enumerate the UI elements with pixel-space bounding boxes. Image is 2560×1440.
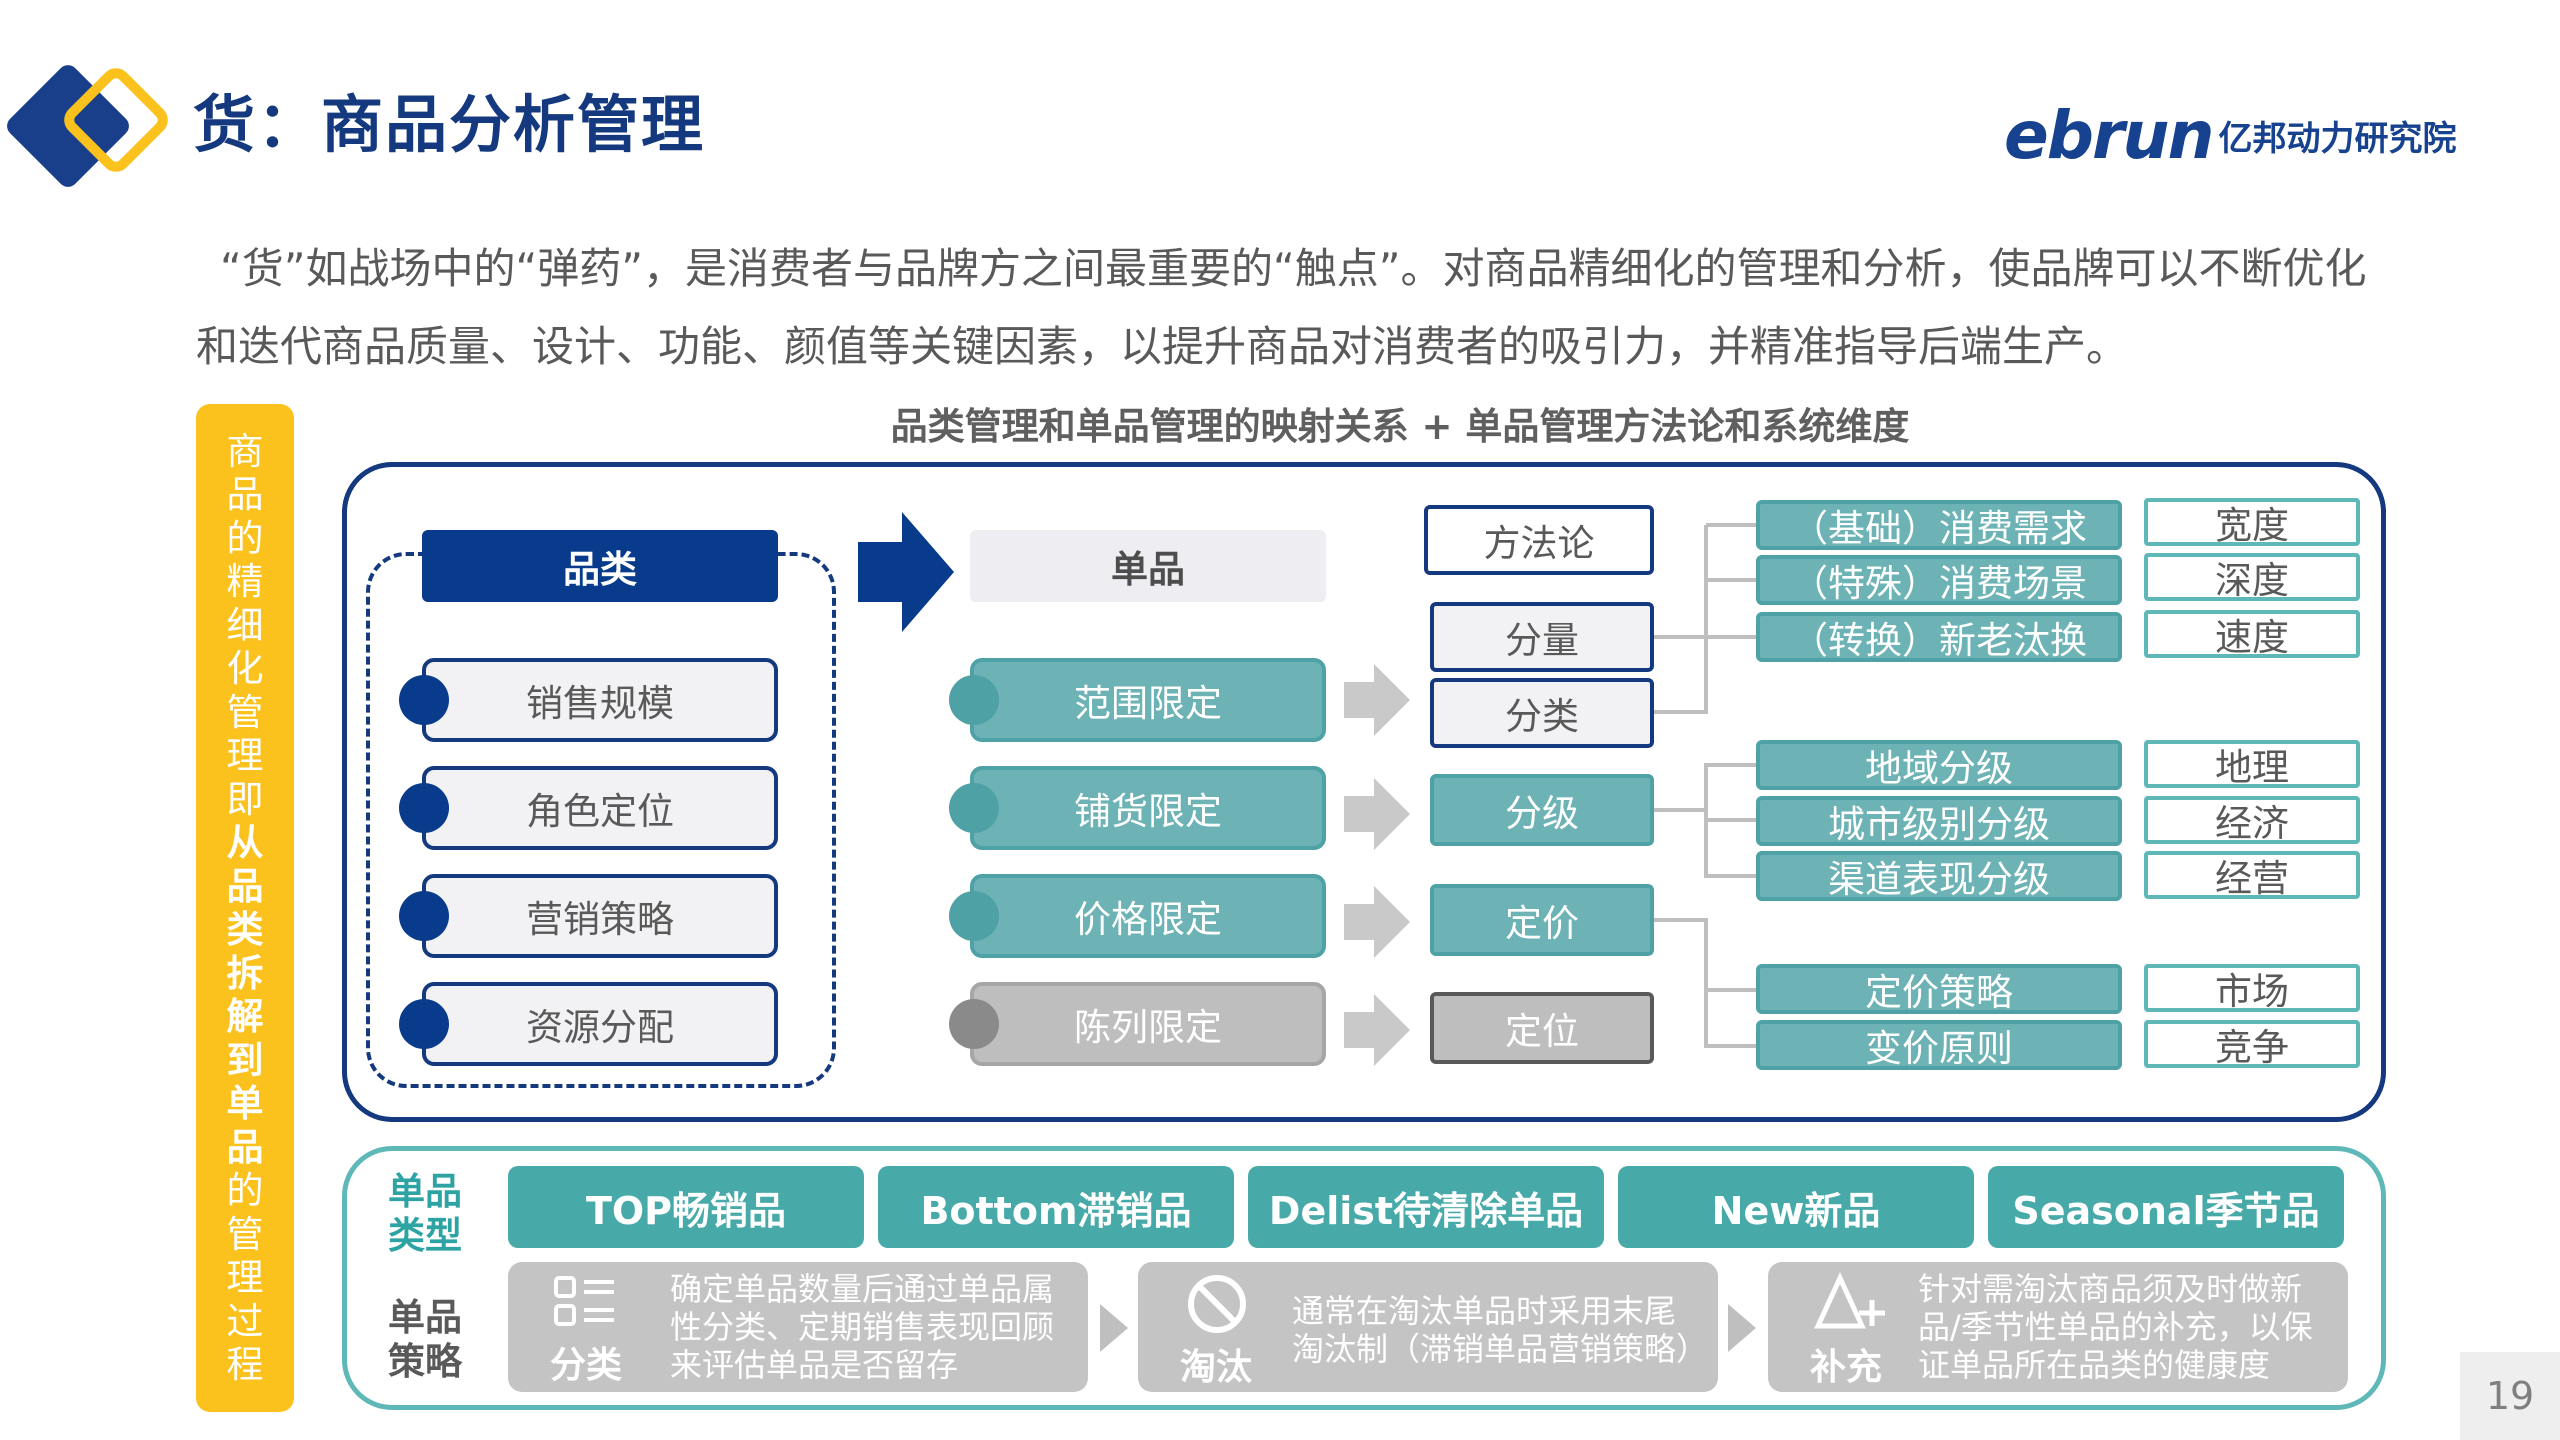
strategy-arrows: [1100, 1304, 1756, 1352]
type-label: 单品 类型: [388, 1170, 462, 1257]
method-item: 定价: [1430, 884, 1654, 956]
dimension-item: 定价策略: [1756, 964, 2122, 1014]
category-item: 角色定位: [422, 766, 778, 850]
dimension-item: （转换）新老汰换: [1756, 612, 2122, 662]
bullet-dot: [949, 783, 999, 833]
grey-arrows: [1344, 664, 1410, 1066]
banner-char: 细: [226, 603, 264, 647]
banner-char: 理: [226, 1256, 264, 1299]
method-item: 定位: [1430, 992, 1654, 1064]
category-item: 销售规模: [422, 658, 778, 742]
single-item: 陈列限定: [970, 982, 1326, 1066]
method-item: 分量: [1430, 602, 1654, 672]
big-arrow-icon: [858, 512, 954, 632]
category-header: 品类: [422, 530, 778, 602]
method-header: 方法论: [1424, 505, 1654, 575]
banner-char: 类: [226, 908, 264, 951]
prohibit-icon: [1188, 1275, 1246, 1333]
banner-char: 单: [226, 1082, 264, 1125]
strategy-label: 单品 策略: [388, 1296, 462, 1383]
banner-char: 过: [226, 1299, 264, 1343]
bullet-dot: [399, 783, 449, 833]
banner-char: 的: [226, 1169, 264, 1212]
type-badge-new: New新品: [1618, 1166, 1974, 1248]
strategy-card-supplement: 补充 针对需淘汰商品须及时做新品/季节性单品的补充，以保证单品所在品类的健康度: [1768, 1262, 2348, 1392]
connector-lines: [1654, 523, 1756, 1048]
bullet-dot: [399, 675, 449, 725]
type-badge-delist: Delist待清除单品: [1248, 1166, 1604, 1248]
dimension-tag: 速度: [2144, 610, 2360, 659]
banner-char: 的: [226, 516, 264, 560]
page-title: 货：商品分析管理: [193, 88, 706, 161]
dimension-item: （特殊）消费场景: [1756, 555, 2122, 605]
dimension-item: 变价原则: [1756, 1020, 2122, 1070]
dimension-item: 城市级别分级: [1756, 796, 2122, 846]
type-badge-top: TOP畅销品: [508, 1166, 864, 1248]
banner-char: 拆: [226, 951, 264, 995]
strategy-label-supplement: 补充: [1809, 1347, 1882, 1388]
dimension-tag: 地理: [2144, 740, 2360, 789]
single-item: 价格限定: [970, 874, 1326, 958]
page-number: 19: [2460, 1352, 2560, 1440]
banner-char: 到: [226, 1038, 264, 1082]
method-item: 分类: [1430, 678, 1654, 748]
strategy-label-classify: 分类: [549, 1345, 622, 1386]
banner-char: 品: [226, 864, 264, 908]
dimension-item: （基础）消费需求: [1756, 500, 2122, 550]
bottom-frame: [342, 1146, 2386, 1410]
category-item: 资源分配: [422, 982, 778, 1066]
banner-char: 品: [226, 473, 264, 516]
banner-char: 精: [226, 560, 264, 603]
strategy-label-eliminate: 淘汰: [1179, 1347, 1252, 1388]
strategy-text-supplement: 针对需淘汰商品须及时做新品/季节性单品的补充，以保证单品所在品类的健康度: [1918, 1270, 2313, 1384]
banner-char: 商: [226, 429, 264, 473]
category-item: 营销策略: [422, 874, 778, 958]
single-item: 铺货限定: [970, 766, 1326, 850]
dimension-tag: 竞争: [2144, 1020, 2360, 1069]
banner-char: 管: [226, 1212, 264, 1256]
dimension-tag: 深度: [2144, 553, 2360, 602]
bullet-dot: [949, 675, 999, 725]
banner-char: 即: [226, 777, 264, 821]
dimension-tag: 经营: [2144, 851, 2360, 900]
bullet-dot: [399, 999, 449, 1049]
dimension-item: 地域分级: [1756, 740, 2122, 790]
intro-paragraph: “货”如战场中的“弹药”，是消费者与品牌方之间最重要的“触点”。对商品精细化的管…: [196, 244, 2367, 371]
banner-char: 从: [226, 821, 264, 864]
banner-char: 理: [226, 734, 264, 777]
method-item: 分级: [1430, 774, 1654, 846]
strategy-card-eliminate: 淘汰 通常在淘汰单品时采用末尾淘汰制（滞销单品营销策略）: [1138, 1262, 1718, 1392]
dimension-tag: 宽度: [2144, 498, 2360, 547]
dimension-tag: 经济: [2144, 796, 2360, 845]
banner-char: 化: [226, 647, 264, 690]
diagram-subtitle: 品类管理和单品管理的映射关系 + 单品管理方法论和系统维度: [890, 405, 1910, 448]
logo-cn: 亿邦动力研究院: [2218, 118, 2457, 159]
bullet-dot: [949, 999, 999, 1049]
type-badge-seasonal: Seasonal季节品: [1988, 1166, 2344, 1248]
banner-char: 管: [226, 690, 264, 734]
bullet-dot: [949, 891, 999, 941]
logo-latin: ebrun: [2004, 96, 2215, 174]
triangle-plus-icon: [1814, 1271, 1885, 1329]
banner-char: 品: [226, 1125, 264, 1169]
dimension-item: 渠道表现分级: [1756, 851, 2122, 901]
banner-char: 解: [226, 995, 264, 1038]
bullet-dot: [399, 891, 449, 941]
diagram-frame: [342, 462, 2386, 1122]
side-vertical-banner: 商品的精细化管理即从品类拆解到单品的管理过程: [196, 404, 294, 1412]
single-item: 范围限定: [970, 658, 1326, 742]
strategy-text-classify: 确定单品数量后通过单品属性分类、定期销售表现回顾来评估单品是否留存: [670, 1270, 1055, 1384]
banner-char: 程: [226, 1343, 264, 1386]
strategy-text-eliminate: 通常在淘汰单品时采用末尾淘汰制（滞销单品营销策略）: [1292, 1292, 1709, 1368]
strategy-card-classify: 分类 确定单品数量后通过单品属性分类、定期销售表现回顾来评估单品是否留存: [508, 1262, 1088, 1392]
dimension-tag: 市场: [2144, 964, 2360, 1013]
type-badge-bottom: Bottom滞销品: [878, 1166, 1234, 1248]
list-icon: [554, 1276, 614, 1326]
brand-logo: ebrun 亿邦动力研究院: [2004, 95, 2457, 175]
single-header: 单品: [970, 530, 1326, 602]
header-diamond-icon: [7, 65, 168, 187]
